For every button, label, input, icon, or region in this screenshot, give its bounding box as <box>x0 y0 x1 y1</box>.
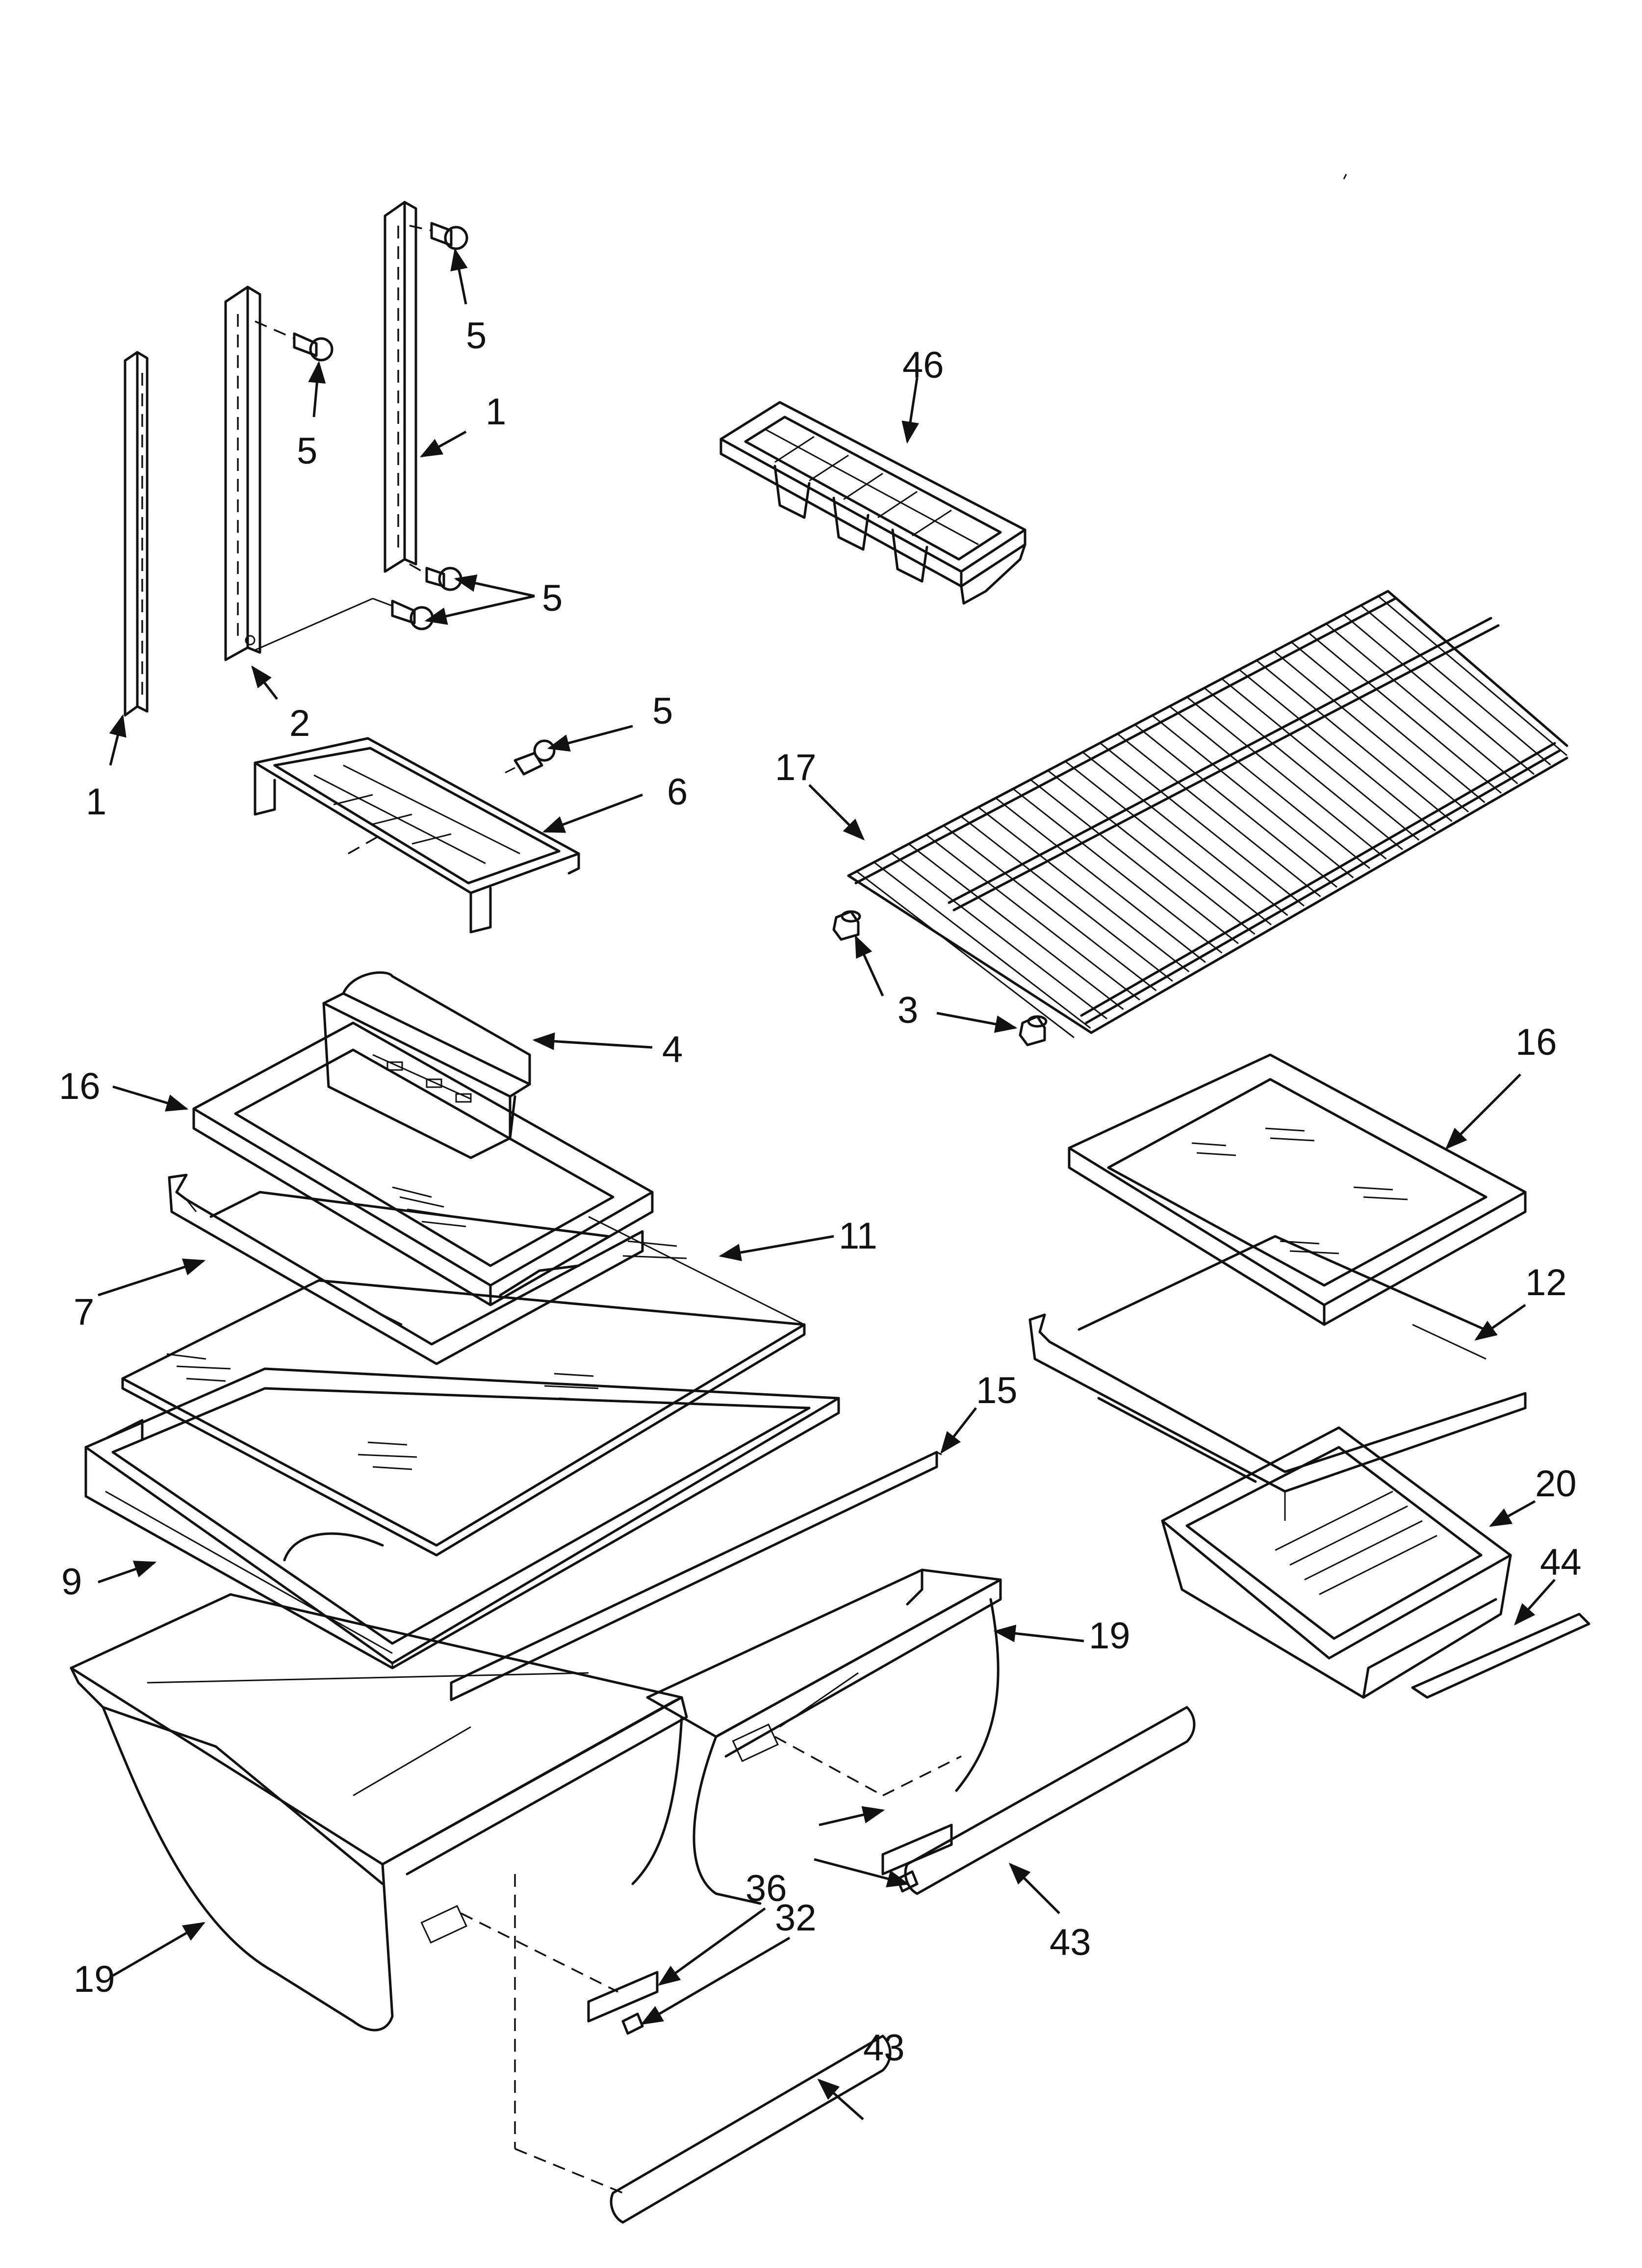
drawer-slide-lower <box>587 1971 659 2035</box>
callout-19-left: 19 <box>74 1958 115 2000</box>
callout-16-left: 16 <box>59 1066 101 1107</box>
crisper-trim-right <box>904 1706 1196 1895</box>
callout-5-bracket: 5 <box>652 690 673 732</box>
callout-16-right: 16 <box>1515 1021 1557 1063</box>
screw-upper-mid <box>255 320 334 362</box>
callout-5-left: 5 <box>297 430 317 472</box>
screw-top <box>409 222 468 250</box>
callout-15: 15 <box>976 1370 1018 1411</box>
callout-32: 32 <box>775 1897 817 1939</box>
callout-3: 3 <box>898 990 918 1031</box>
screw-bracket <box>505 739 556 776</box>
ice-cube-tray <box>719 401 1026 605</box>
crisper-cover-frame <box>84 1367 840 1669</box>
callout-2: 2 <box>289 703 310 744</box>
leader-lines <box>98 248 1556 2120</box>
callout-5-top: 5 <box>466 315 487 357</box>
crisper-trim-left <box>610 2034 892 2224</box>
callout-17: 17 <box>775 747 817 788</box>
crisper-drawer-left <box>70 1593 688 2194</box>
meat-drawer <box>1161 1426 1512 1699</box>
wire-shelf <box>847 590 1568 1039</box>
callout-43-right: 43 <box>1050 1922 1091 1963</box>
screw-lower-1 <box>409 563 462 591</box>
shelf-stud-2 <box>1019 1015 1048 1046</box>
shelf-stud-1 <box>832 910 861 941</box>
callout-1-right: 1 <box>486 391 506 433</box>
callout-12: 12 <box>1525 1262 1567 1303</box>
glass-shelf-right <box>1068 1053 1527 1326</box>
stray-mark <box>1343 174 1347 180</box>
callout-43-left: 43 <box>863 2027 905 2069</box>
callout-5-mid: 5 <box>542 577 563 619</box>
crisper-divider <box>450 1451 942 1701</box>
callout-9: 9 <box>61 1561 82 1603</box>
callout-19-right: 19 <box>1089 1615 1130 1657</box>
callout-46: 46 <box>902 344 944 386</box>
shelf-rail-center <box>224 286 261 661</box>
drawer-trim <box>1411 1613 1591 1699</box>
drawer-frame <box>1028 1235 1527 1521</box>
callout-11: 11 <box>839 1215 877 1257</box>
crisper-drawer-right <box>646 1568 1002 1905</box>
callout-20: 20 <box>1535 1463 1577 1505</box>
callout-6: 6 <box>667 771 688 813</box>
callout-44: 44 <box>1540 1541 1582 1583</box>
storage-bin <box>322 971 531 1159</box>
shelf-bracket <box>254 737 580 934</box>
callout-4: 4 <box>662 1029 683 1070</box>
shelf-rail-left <box>124 351 149 717</box>
shelf-rail-right <box>384 201 417 573</box>
callout-36: 36 <box>745 1868 787 1909</box>
callout-labels: 1 1 2 3 4 5 5 5 5 6 7 9 11 12 15 16 16 1… <box>59 315 1582 2069</box>
shelf-frame <box>168 1173 644 1365</box>
callout-1-left: 1 <box>86 781 106 823</box>
screw-lower-2 <box>255 598 434 651</box>
crisper-glass-cover <box>121 1216 806 1557</box>
callout-7: 7 <box>74 1291 94 1333</box>
